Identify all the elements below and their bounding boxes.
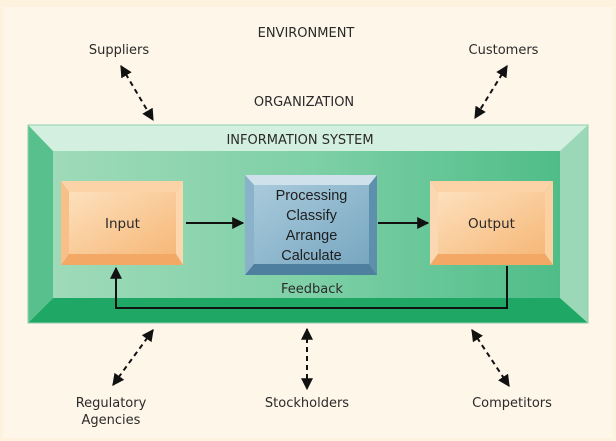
feedback-arrow bbox=[110, 266, 508, 309]
suppliers-label: Suppliers bbox=[88, 43, 150, 58]
regulatory-agencies-arrow bbox=[112, 329, 154, 386]
information-system-label: INFORMATION SYSTEM bbox=[226, 133, 374, 148]
input-box bbox=[61, 181, 183, 265]
processing-step: Classify bbox=[286, 208, 337, 224]
feedback-label: Feedback bbox=[281, 282, 343, 297]
input-label: Input bbox=[105, 216, 140, 232]
customers-label: Customers bbox=[468, 43, 539, 58]
output-label: Output bbox=[468, 216, 515, 232]
stockholders-label: Stockholders bbox=[264, 396, 350, 411]
output-box bbox=[430, 181, 553, 265]
regulatory-agencies-line1: Regulatory bbox=[75, 396, 147, 411]
regulatory-agencies-label: Regulatory Agencies bbox=[62, 395, 160, 429]
competitors-arrow bbox=[471, 328, 510, 388]
suppliers-arrow bbox=[120, 64, 154, 122]
competitors-label: Competitors bbox=[472, 396, 552, 411]
processing-title: Processing bbox=[275, 188, 348, 204]
processing-step: Arrange bbox=[285, 228, 338, 244]
processing-box bbox=[245, 175, 377, 275]
organization-label: ORGANIZATION bbox=[253, 95, 355, 110]
environment-label: ENVIRONMENT bbox=[257, 26, 355, 41]
processing-step: Calculate bbox=[281, 248, 342, 264]
regulatory-agencies-line2: Agencies bbox=[81, 413, 141, 428]
processing-text: Processing Classify Arrange Calculate bbox=[254, 186, 369, 266]
customers-arrow bbox=[474, 64, 508, 120]
